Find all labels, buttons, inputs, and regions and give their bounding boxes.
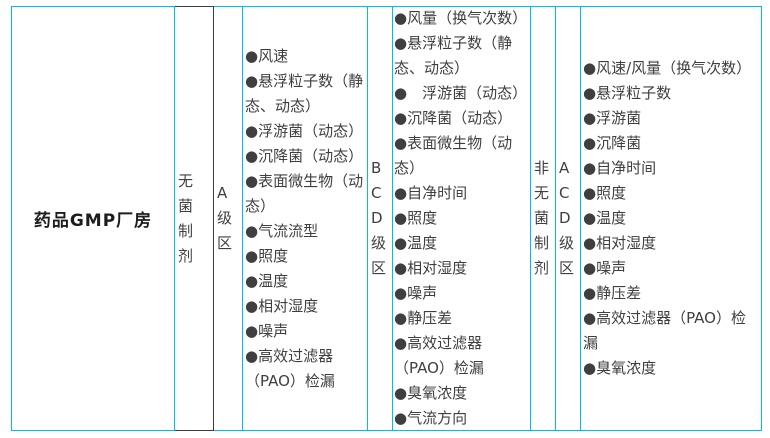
zone-a-label: A级区 xyxy=(217,184,233,252)
test-item: ●相对湿度 xyxy=(245,296,319,315)
test-item: ●噪声 xyxy=(394,284,438,302)
test-item: ●相对湿度 xyxy=(583,234,657,252)
cell-factory-title: 药品GMP厂房 xyxy=(12,6,175,431)
test-item: ●照度 xyxy=(394,209,438,227)
cell-zone-bcd: BCD级区 xyxy=(368,6,393,431)
test-item: ●沉降菌（动态） xyxy=(394,109,513,127)
test-item: ●照度 xyxy=(583,184,627,202)
test-item: ●高效过滤器（PAO）检漏 xyxy=(245,346,335,390)
cell-category-sterile: 无菌制剂 xyxy=(175,6,214,431)
test-item: ●悬浮粒子数（静态、动态） xyxy=(394,34,513,77)
cell-category-non-sterile: 非无菌制剂 xyxy=(531,6,556,431)
test-item: ●自净时间 xyxy=(583,159,657,177)
test-item: ●浮游菌（动态） xyxy=(245,121,364,140)
test-item: ●气流流型 xyxy=(245,221,319,240)
zone-bcd-label: BCD级区 xyxy=(371,159,387,277)
cell-items-zone-a: ●风速 ●悬浮粒子数（静态、动态） ●浮游菌（动态） ●沉降菌（动态） ●表面微生物（动… xyxy=(243,6,368,431)
cell-items-zone-bcd: ●风量（换气次数） ●悬浮粒子数（静态、动态） ● 浮游菌（动态） ●沉降菌（动态） ●… xyxy=(393,6,531,431)
test-item: ●悬浮粒子数 xyxy=(583,84,672,102)
test-item: ●浮游菌 xyxy=(583,109,642,127)
test-item: ●气流方向 xyxy=(394,409,468,427)
cell-zone-acd: ACD级区 xyxy=(556,6,581,431)
test-item: ●高效过滤器（PAO）检漏 xyxy=(394,334,484,377)
test-item: ●悬浮粒子数（静态、动态） xyxy=(245,71,364,115)
test-item: ●噪声 xyxy=(583,259,627,277)
test-item: ●自净时间 xyxy=(394,184,468,202)
test-item: ●臭氧浓度 xyxy=(394,384,468,402)
test-item: ●沉降菌（动态） xyxy=(245,146,364,165)
test-item: ●噪声 xyxy=(245,321,289,340)
category-non-sterile-label: 非无菌制剂 xyxy=(534,159,550,277)
test-item: ●照度 xyxy=(245,246,289,265)
test-item: ●温度 xyxy=(245,271,289,290)
test-item: ●高效过滤器（PAO）检漏 xyxy=(583,309,746,352)
test-item: ●温度 xyxy=(583,209,627,227)
test-item: ●风速 xyxy=(245,46,289,65)
test-item: ● 浮游菌（动态） xyxy=(394,84,528,102)
test-item: ●沉降菌 xyxy=(583,134,642,152)
test-item: ●静压差 xyxy=(583,284,642,302)
factory-title: 药品GMP厂房 xyxy=(33,211,153,231)
test-item: ●表面微生物（动态） xyxy=(245,171,364,215)
cell-items-zone-acd: ●风速/风量（换气次数） ●悬浮粒子数 ●浮游菌 ●沉降菌 ●自净时间 ●照度 ●温度 ●相对… xyxy=(581,6,761,431)
cell-zone-a: A级区 xyxy=(214,6,243,431)
test-item: ●风速/风量（换气次数） xyxy=(583,59,752,77)
category-sterile-label: 无菌制剂 xyxy=(178,171,194,265)
test-item: ●臭氧浓度 xyxy=(583,359,657,377)
test-item: ●静压差 xyxy=(394,309,453,327)
test-item: ●相对湿度 xyxy=(394,259,468,277)
gmp-test-items-table: 药品GMP厂房 无菌制剂 A级区 ●风速 ●悬浮粒子数（静态、动态） ●浮游菌（动态… xyxy=(11,6,762,431)
test-item: ●温度 xyxy=(394,234,438,252)
test-item: ●表面微生物（动态） xyxy=(394,134,513,177)
zone-acd-label: ACD级区 xyxy=(559,159,575,277)
test-item: ●风量（换气次数） xyxy=(394,9,528,27)
